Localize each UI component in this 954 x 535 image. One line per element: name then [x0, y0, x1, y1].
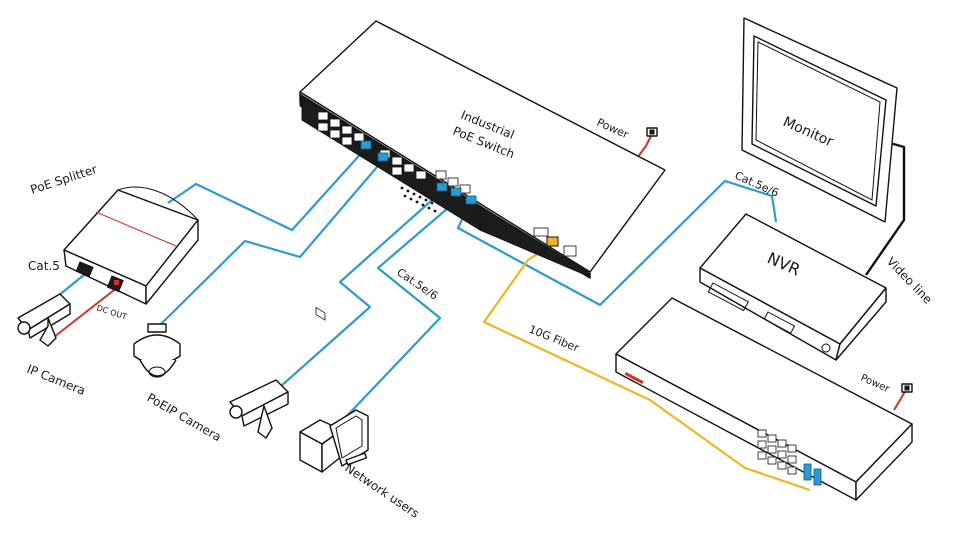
cat5e6-nvr-label: Cat.5e/6	[733, 169, 781, 200]
network-users-label: Network users	[342, 461, 421, 521]
ptz-dome-camera-icon	[133, 323, 181, 378]
fiber-label: 10G Fiber	[527, 323, 581, 355]
core-switch-ports	[757, 429, 822, 486]
cat5-label: Cat.5	[28, 259, 60, 273]
power-label-bottom: Power	[859, 373, 892, 396]
power-outlet-bottom-icon	[901, 383, 913, 393]
cable-splitter-to-switch	[167, 147, 367, 232]
rack-switch-icon	[615, 297, 913, 501]
cable-nvr-to-switch	[456, 179, 778, 307]
bullet-camera-icon	[17, 293, 71, 347]
monitor-icon: Monitor	[741, 17, 898, 223]
poe-splitter-icon	[63, 186, 199, 305]
cat5e6-users-label: Cat.5e/6	[394, 266, 440, 303]
cable-dc-out	[53, 286, 119, 338]
cables	[41, 133, 907, 492]
nvr-recorder-icon: NVR	[699, 213, 887, 361]
video-line-label: Video line	[884, 254, 935, 306]
cable-video-line	[865, 141, 906, 276]
poe-splitter-label: PoE Splitter	[29, 162, 99, 197]
cable-dome-camera-to-switch	[159, 159, 384, 326]
switch-vent-dots	[400, 186, 437, 213]
switch-ports-row	[315, 306, 326, 321]
bullet-camera-2-icon	[229, 379, 289, 439]
power-outlet-icon	[646, 127, 658, 137]
poe-ip-camera-label: PoEIP Camera	[145, 390, 224, 444]
switch-port-grid	[317, 111, 577, 257]
ip-camera-label: IP Camera	[25, 362, 87, 398]
industrial-poe-switch-icon: Industrial PoE Switch	[299, 20, 666, 321]
desktop-computer-icon	[299, 409, 369, 473]
cable-10g-fiber	[482, 245, 811, 492]
dc-out-label: DC OUT	[95, 303, 128, 321]
cable-power-bottom	[893, 389, 907, 411]
